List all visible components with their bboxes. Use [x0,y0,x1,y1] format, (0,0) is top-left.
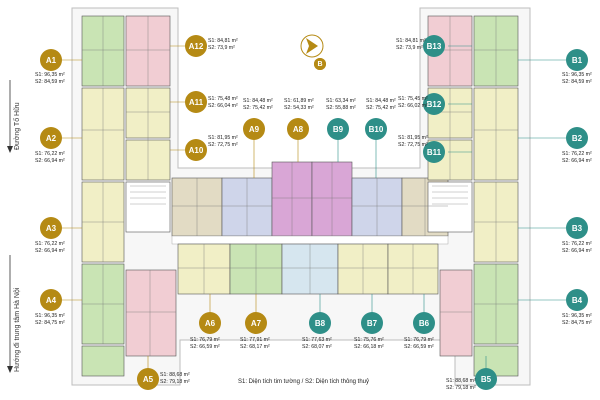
badge-a12: A12 [185,35,207,57]
badge-b11: B11 [423,141,445,163]
stair-hatch [130,185,468,205]
badge-a11: A11 [185,91,207,113]
badge-b4: B4 [566,289,588,311]
badge-b12: B12 [423,93,445,115]
badge-b1: B1 [566,49,588,71]
badge-b3: B3 [566,217,588,239]
badge-b13: B13 [423,35,445,57]
badge-a9: A9 [243,118,265,140]
arrow-center-hanoi-head [7,366,13,373]
badge-a6: A6 [199,312,221,334]
badge-a1: A1 [40,49,62,71]
unit-block-b5-lower [473,345,519,377]
core-left [125,181,171,233]
badge-a4: A4 [40,289,62,311]
unit-block-b5 [439,269,473,357]
compass-needle [306,38,318,54]
unit-block-a5-lower [81,345,125,377]
badge-a8: A8 [287,118,309,140]
badge-a3: A3 [40,217,62,239]
badge-b6: B6 [413,312,435,334]
label-hanoi-center-direction: Hướng đi trung tâm Hà Nội [14,287,21,372]
badge-b8: B8 [309,312,331,334]
badge-b5: B5 [475,368,497,390]
area-legend: S1: Diện tích tim tường / S2: Diện tích … [238,379,370,385]
leader-lines-teal [319,45,566,368]
unit-block-a5 [125,269,177,357]
room-dividers [82,16,518,356]
badge-b10: B10 [365,118,387,140]
badge-b2: B2 [566,127,588,149]
badge-a5: A5 [137,368,159,390]
badge-a7: A7 [245,312,267,334]
arrow-to-huu-head [7,146,13,153]
badge-b7: B7 [361,312,383,334]
badge-a10: A10 [185,139,207,161]
compass-letter: B [314,58,326,70]
label-to-huu-road: Đường Tố Hữu [14,102,21,150]
badge-b9: B9 [327,118,349,140]
corridor [171,235,449,245]
badge-a2: A2 [40,127,62,149]
core-right [427,181,473,233]
